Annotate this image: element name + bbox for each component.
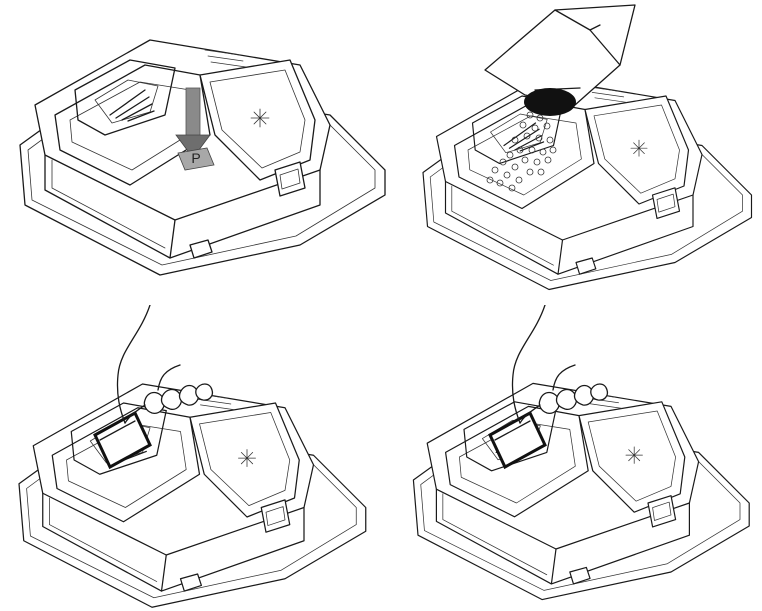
powder-granules: [486, 111, 557, 192]
hand-with-tablet-icon: [93, 305, 214, 470]
detergent-bag-icon: [484, 4, 636, 116]
step-2-pour-powder-panel: [415, 0, 762, 305]
step-1-press-button-panel: P: [0, 20, 390, 282]
step-4-insert-tablet-panel: [395, 305, 762, 611]
hand-with-tablet-icon: [488, 305, 609, 470]
dispenser-illustration-4: [412, 305, 750, 601]
down-arrow-icon: [175, 87, 211, 159]
dispenser-illustration-2: [422, 4, 753, 291]
dispenser-illustration-1: P: [19, 39, 386, 276]
p-button: P: [177, 147, 215, 171]
step-3-insert-tablet-panel: [0, 305, 390, 611]
dispenser-illustration-3: [18, 305, 367, 608]
p-button-label: P: [191, 150, 200, 166]
